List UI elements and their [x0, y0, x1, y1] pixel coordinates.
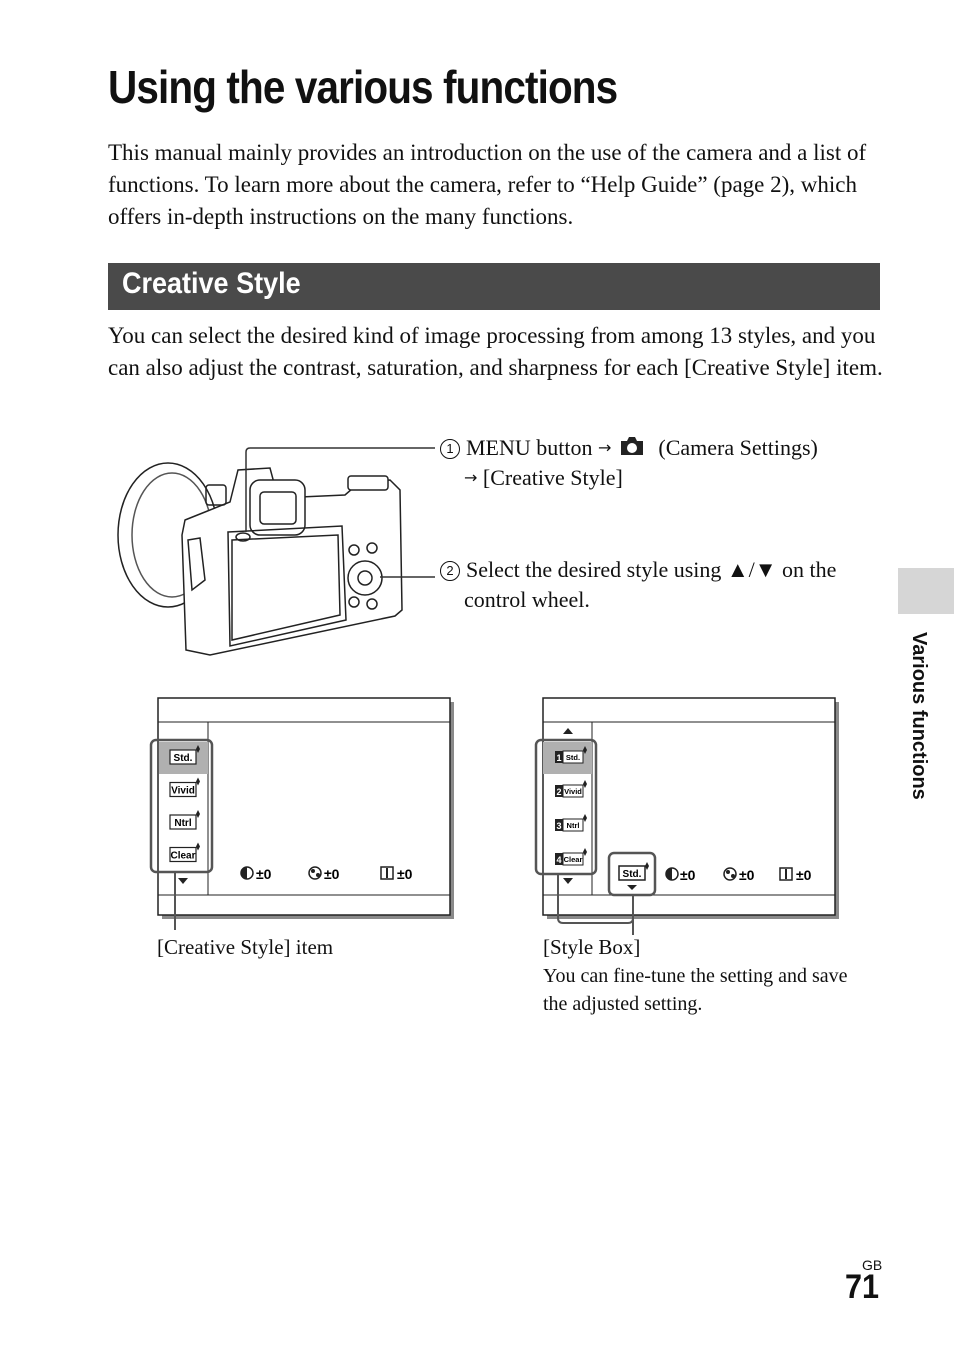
style-box-caption-text: You can fine-tune the setting and save t…	[543, 965, 848, 1015]
chapter-tab-label: Various functions	[908, 632, 930, 800]
scroll-up-icon	[563, 728, 573, 734]
step-1-text-c: [Creative Style]	[482, 465, 623, 490]
arrow-icon: →	[598, 438, 612, 457]
style-box: Std.	[618, 862, 649, 890]
creative-style-highlight	[149, 738, 214, 874]
step-2-text: Select the desired style using ▲/▼ on th…	[464, 557, 837, 612]
intro-paragraph: This manual mainly provides an introduct…	[108, 140, 867, 229]
svg-text:Clear: Clear	[564, 855, 583, 864]
style-item: 1 Std.	[555, 746, 587, 764]
camera-illustration	[117, 447, 435, 656]
contrast-value: ±0	[680, 867, 696, 883]
style-item: Vivid	[169, 777, 200, 798]
style-item: Clear	[169, 842, 200, 863]
style-item: Std.	[169, 745, 200, 765]
svg-text:1: 1	[556, 753, 561, 763]
style-box-caption-title: [Style Box]	[543, 935, 641, 959]
section-description: You can select the desired kind of image…	[108, 323, 883, 380]
contrast-value: ±0	[256, 866, 272, 882]
svg-text:Ntrl: Ntrl	[567, 821, 580, 830]
step-1-text-b: (Camera Settings)	[658, 435, 818, 460]
page-number: 71	[845, 1268, 880, 1306]
svg-text:Std.: Std.	[174, 753, 193, 764]
saturation-value: ±0	[739, 867, 755, 883]
step-number: 2	[440, 561, 460, 581]
svg-text:Std.: Std.	[566, 753, 580, 762]
step-number: 1	[440, 439, 460, 459]
saturation-icon	[308, 866, 322, 880]
sharpness-value: ±0	[796, 867, 812, 883]
contrast-icon	[240, 866, 254, 880]
style-item: 3 Ntrl	[555, 814, 587, 832]
saturation-icon	[723, 867, 737, 881]
contrast-icon	[665, 867, 679, 881]
section-header: Creative Style	[108, 263, 880, 310]
creative-style-highlight	[534, 738, 598, 876]
svg-text:4: 4	[556, 855, 561, 865]
step-1-text-a: MENU button	[466, 435, 593, 460]
scroll-down-icon	[178, 878, 188, 884]
camera-icon	[620, 437, 643, 455]
step-1: 1 MENU button → (Camera Settings) → [Crea…	[440, 433, 818, 493]
scroll-down-icon	[563, 878, 573, 884]
svg-text:3: 3	[556, 821, 561, 831]
svg-text:Clear: Clear	[170, 851, 195, 862]
sharpness-icon	[380, 866, 394, 880]
sharpness-icon	[779, 867, 793, 881]
svg-text:Vivid: Vivid	[171, 786, 195, 797]
svg-text:Vivid: Vivid	[564, 787, 582, 796]
style-box-caption: [Style Box] You can fine-tune the settin…	[543, 933, 873, 1018]
svg-text:Ntrl: Ntrl	[174, 818, 191, 829]
style-item: Ntrl	[169, 810, 200, 830]
svg-text:Std.: Std.	[623, 869, 642, 880]
svg-text:2: 2	[556, 787, 561, 797]
region-code: GB	[862, 1257, 883, 1273]
chapter-tab-marker	[898, 568, 954, 614]
section-title: Creative Style	[122, 267, 301, 300]
saturation-value: ±0	[324, 866, 340, 882]
page-title: Using the various functions	[108, 61, 618, 113]
sharpness-value: ±0	[397, 866, 413, 882]
creative-style-item-caption: [Creative Style] item	[157, 935, 334, 959]
arrow-icon: →	[464, 468, 478, 487]
